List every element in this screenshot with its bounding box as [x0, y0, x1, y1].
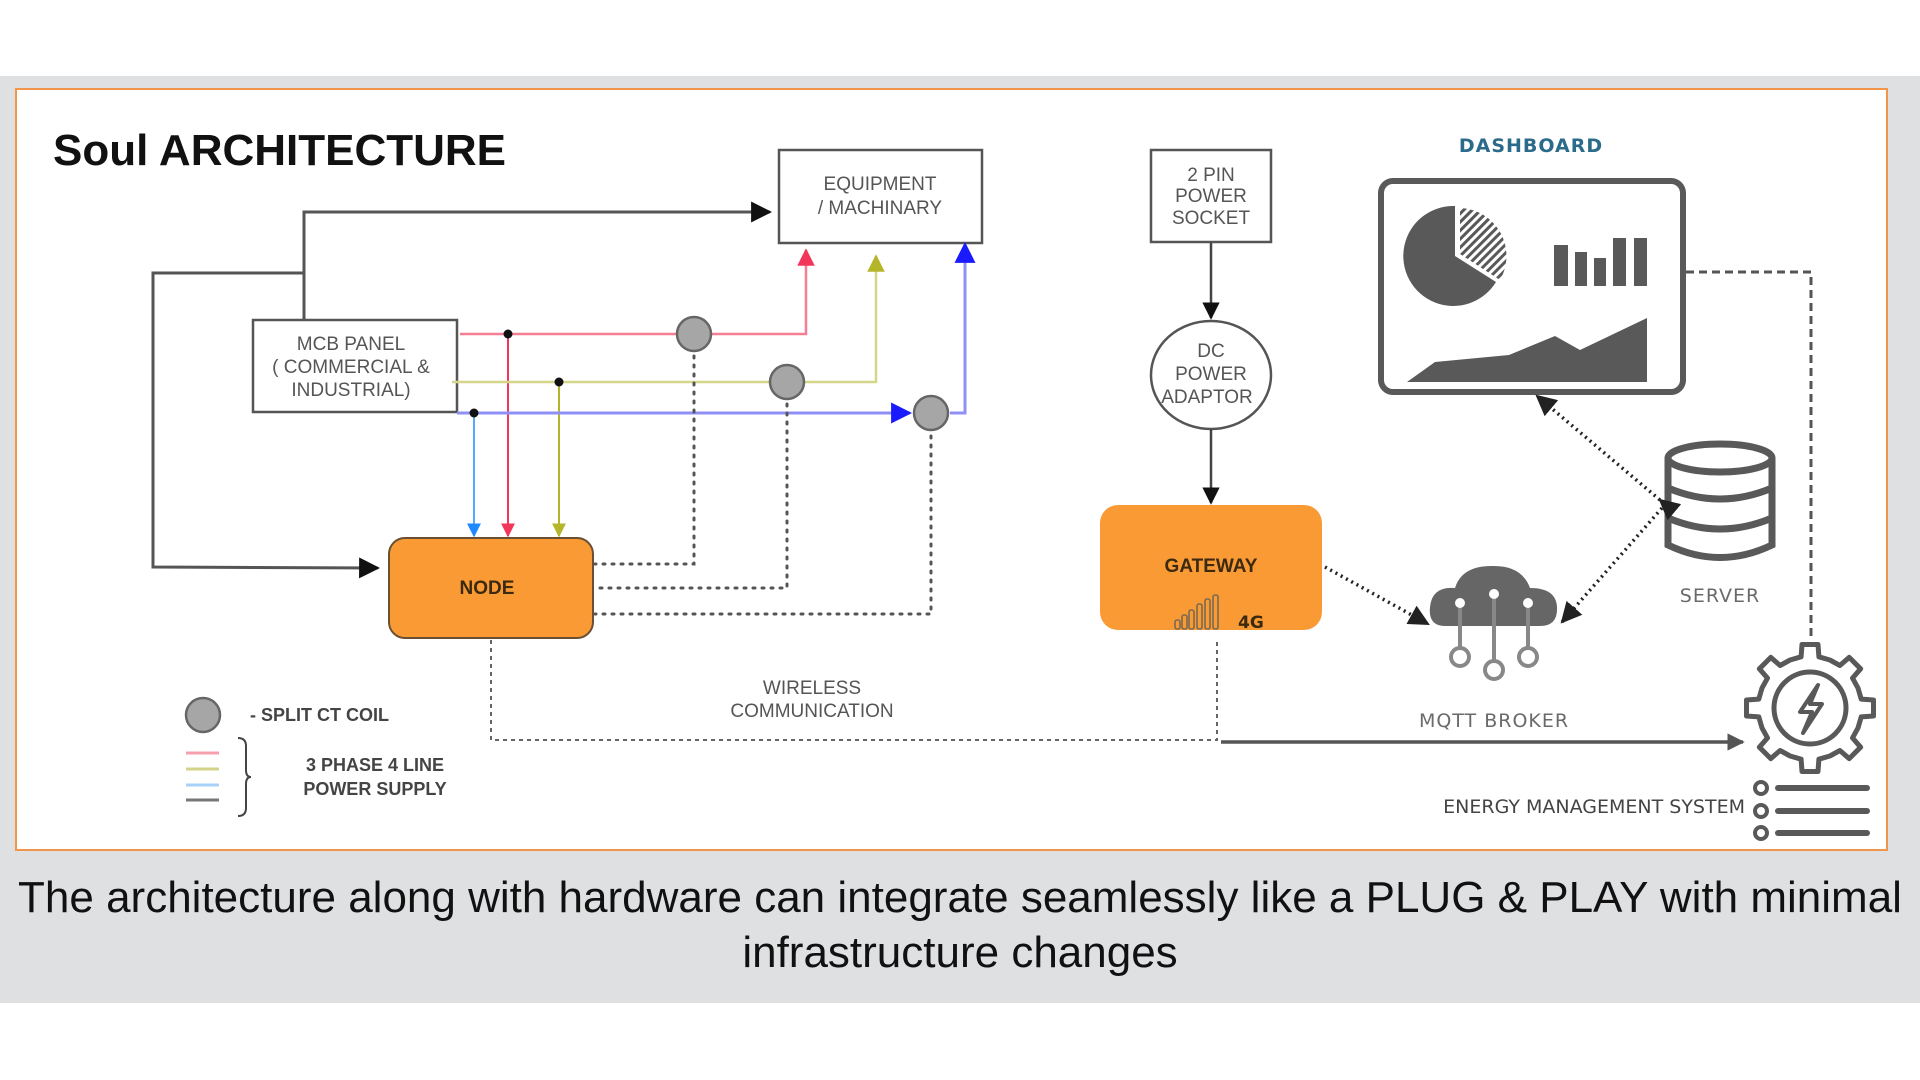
- pie-slice-hatched: [1460, 208, 1507, 280]
- mcb-label-line1: MCB PANEL: [297, 334, 405, 355]
- legend-ct-coil-icon: [184, 696, 222, 734]
- socket-label-line3: SOCKET: [1172, 208, 1251, 229]
- wireless-link: [490, 640, 1218, 741]
- mcb-label-line2: ( COMMERCIAL &: [272, 357, 430, 378]
- node-label: NODE: [460, 578, 515, 599]
- legend-brace: [237, 737, 252, 817]
- legend-supply-line1: 3 PHASE 4 LINE: [306, 755, 444, 775]
- dashboard-title: DASHBOARD: [1459, 135, 1603, 157]
- dashboard-to-ems-link: [1686, 270, 1813, 640]
- wireless-label-line1: WIRELESS: [763, 678, 861, 699]
- area-chart-icon: [1407, 318, 1647, 382]
- energy-gear-icon[interactable]: [1744, 642, 1876, 774]
- server-links: [1535, 394, 1682, 624]
- ems-label: ENERGY MANAGEMENT SYSTEM: [1443, 796, 1745, 818]
- legend-supply-line2: POWER SUPPLY: [303, 779, 446, 799]
- power-socket-box[interactable]: 2 PIN POWER SOCKET: [1149, 148, 1273, 244]
- phase-blue-wire: [457, 241, 976, 538]
- ems-list-icon: [1753, 780, 1870, 841]
- phase-yellow-wire: [452, 254, 885, 538]
- legend: - SPLIT CT COIL 3 PHASE 4 LINE POWER SUP…: [184, 696, 447, 817]
- ct-coil-red[interactable]: [675, 315, 713, 353]
- equipment-label-line2: / MACHINARY: [818, 198, 943, 219]
- gateway-box[interactable]: GATEWAY 4G: [1100, 505, 1322, 633]
- adaptor-label-line1: DC: [1197, 341, 1224, 362]
- dashboard-icon[interactable]: [1378, 178, 1686, 395]
- socket-label-line1: 2 PIN: [1187, 165, 1235, 186]
- pie-chart-icon: [1403, 205, 1496, 306]
- gateway-label: GATEWAY: [1165, 556, 1258, 577]
- mcb-panel-box[interactable]: MCB PANEL ( COMMERCIAL & INDUSTRIAL): [251, 318, 459, 414]
- wireless-label-line2: COMMUNICATION: [730, 701, 893, 722]
- caption-line2: infrastructure changes: [742, 928, 1178, 977]
- ct-coil-yellow[interactable]: [768, 363, 806, 401]
- caption-line1: The architecture along with hardware can…: [18, 873, 1902, 922]
- diagram-title: Soul ARCHITECTURE: [53, 126, 506, 175]
- junction-dot: [469, 408, 479, 418]
- equipment-box[interactable]: EQUIPMENT / MACHINARY: [777, 148, 984, 245]
- dc-adaptor-circle[interactable]: DC POWER ADAPTOR: [1149, 319, 1273, 431]
- equipment-label-line1: EQUIPMENT: [824, 174, 937, 195]
- ct-coil-blue[interactable]: [912, 394, 950, 432]
- legend-ct-coil-label: - SPLIT CT COIL: [250, 705, 389, 725]
- phase-red-wire: [460, 248, 815, 538]
- socket-label-line2: POWER: [1175, 186, 1247, 207]
- signal-bars-icon: [1174, 594, 1219, 630]
- adaptor-label-line3: ADAPTOR: [1161, 387, 1253, 408]
- ct-signal-lines: [593, 354, 933, 616]
- mcb-label-line3: INDUSTRIAL): [291, 380, 410, 401]
- server-label: SERVER: [1680, 585, 1760, 607]
- mqtt-label: MQTT BROKER: [1419, 710, 1569, 732]
- mqtt-cloud-icon[interactable]: [1429, 565, 1558, 681]
- server-icon[interactable]: [1664, 440, 1776, 561]
- junction-dot: [554, 377, 564, 387]
- gateway-to-mqtt-link: [1324, 565, 1430, 626]
- adaptor-label-line2: POWER: [1175, 364, 1247, 385]
- network-type: 4G: [1238, 613, 1264, 633]
- node-box[interactable]: NODE: [388, 537, 594, 639]
- neutral-wire: [151, 201, 773, 579]
- junction-dot: [503, 329, 513, 339]
- bar-chart-icon: [1554, 238, 1647, 286]
- caption: The architecture along with hardware can…: [0, 870, 1920, 980]
